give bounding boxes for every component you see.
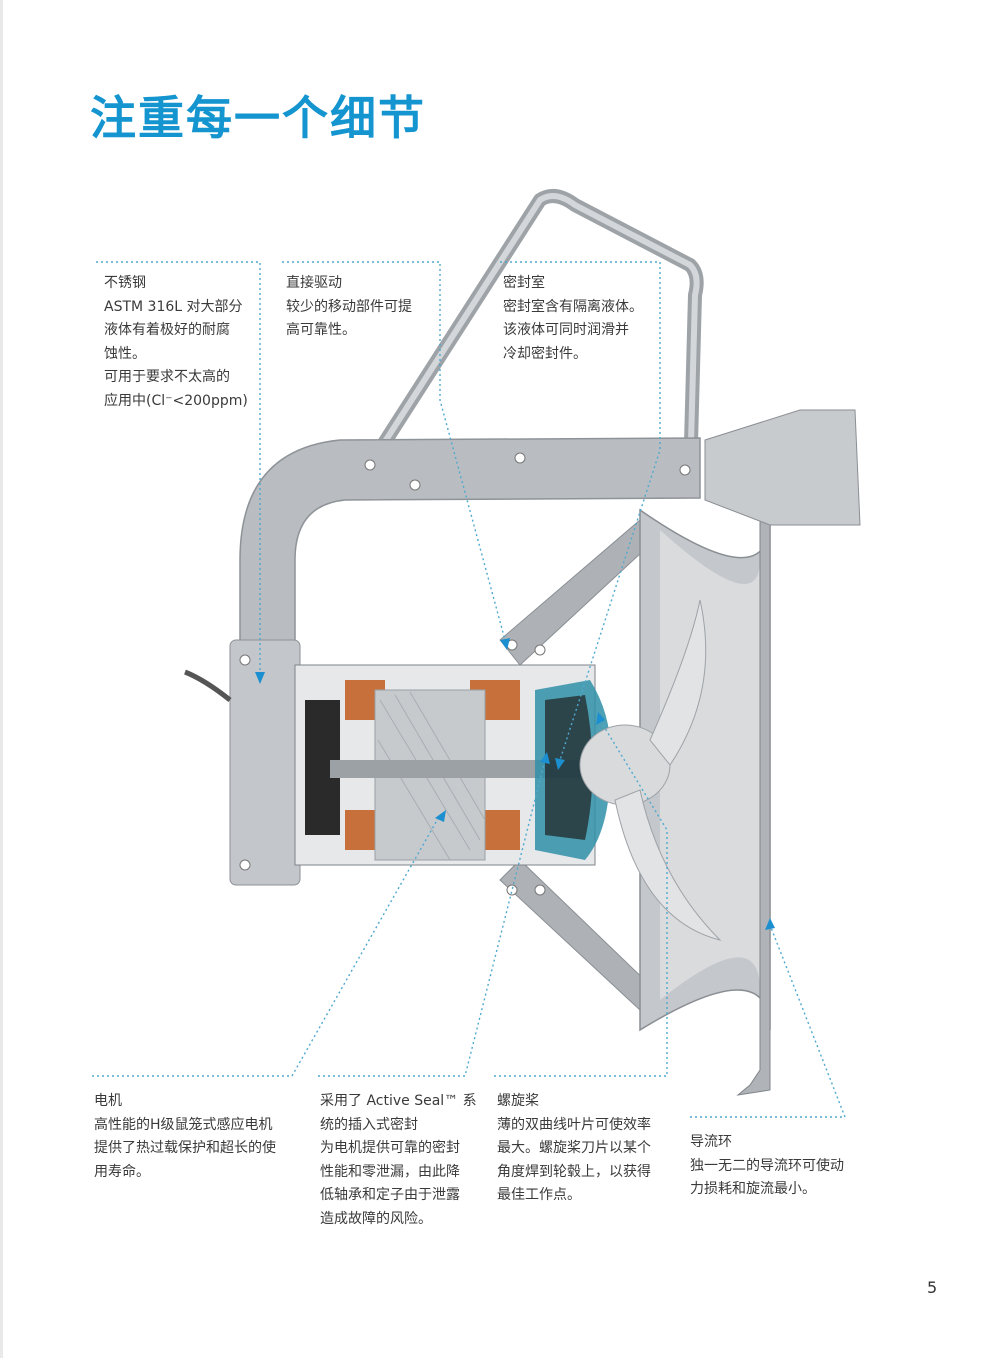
callout-line: 冷却密封件。	[503, 345, 587, 362]
callout-line: 最大。螺旋桨刀片以某个	[497, 1140, 651, 1156]
callout-motor: 电机 高性能的H级鼠笼式感应电机 提供了热过载保护和超长的使 用寿命。	[94, 1090, 276, 1184]
propeller-blade	[649, 599, 707, 766]
power-cable	[184, 669, 232, 702]
page-title: 注重每一个细节	[90, 91, 426, 145]
callout-heading: 不锈钢	[104, 275, 146, 291]
leader-propeller	[494, 719, 668, 1077]
callout-heading: 密封室	[503, 275, 545, 291]
callout-line: 高性能的H级鼠笼式感应电机	[94, 1116, 273, 1133]
callout-line: 最佳工作点。	[497, 1187, 581, 1203]
callout-seal-chamber: 密封室 密封室含有隔离液体。 该液体可同时润滑并 冷却密封件。	[503, 272, 643, 366]
callout-line: 该液体可同时润滑并	[503, 322, 629, 338]
leader-flow-ring	[690, 924, 847, 1118]
callout-active-seal: 采用了 Active Seal™ 系 统的插入式密封 为电机提供可靠的密封 性能…	[320, 1090, 477, 1231]
leader-active-seal	[318, 759, 546, 1077]
callout-heading: 采用了 Active Seal™ 系	[320, 1093, 477, 1109]
leader-direct-drive	[282, 261, 506, 641]
callout-line: 较少的移动部件可提	[286, 298, 412, 315]
upper-strut	[499, 519, 656, 666]
top-housing	[704, 409, 861, 526]
callout-line: 独一无二的导流环可使动	[690, 1157, 844, 1174]
callout-line: 液体有着极好的耐腐	[104, 322, 230, 338]
callout-line: 蚀性。	[104, 345, 146, 362]
leader-motor	[92, 814, 441, 1077]
callout-heading: 电机	[94, 1093, 122, 1109]
callout-line: 高可靠性。	[286, 322, 356, 338]
callout-heading: 直接驱动	[286, 275, 342, 291]
callout-line: 为电机提供可靠的密封	[320, 1140, 460, 1156]
page-number: 5	[927, 1278, 938, 1297]
callout-line: ASTM 316L 对大部分	[104, 298, 243, 315]
callout-heading: 导流环	[690, 1134, 732, 1150]
callout-line: 薄的双曲线叶片可使效率	[497, 1116, 651, 1133]
callout-line: 应用中(Cl⁻<200ppm)	[104, 392, 248, 409]
callout-flow-ring: 导流环 独一无二的导流环可使动 力损耗和旋流最小。	[690, 1131, 844, 1202]
callout-line: 可用于要求不太高的	[104, 369, 230, 385]
callout-line: 提供了热过载保护和超长的使	[94, 1140, 276, 1156]
callout-line: 密封室含有隔离液体。	[503, 298, 643, 315]
callout-propeller: 螺旋桨 薄的双曲线叶片可使效率 最大。螺旋桨刀片以某个 角度焊到轮毂上，以获得 …	[497, 1090, 651, 1208]
callout-direct-drive: 直接驱动 较少的移动部件可提 高可靠性。	[286, 272, 412, 343]
callout-line: 用寿命。	[94, 1163, 150, 1180]
callout-heading: 螺旋桨	[497, 1093, 539, 1109]
callout-line: 造成故障的风险。	[320, 1210, 432, 1227]
callout-line: 角度焊到轮毂上，以获得	[497, 1163, 651, 1180]
mounting-plate	[229, 639, 301, 886]
callout-line: 低轴承和定子由于泄露	[320, 1187, 460, 1203]
support-bracket	[239, 437, 701, 651]
page-edge	[0, 0, 3, 1358]
lower-strut	[499, 859, 656, 1011]
callout-line: 统的插入式密封	[320, 1116, 418, 1133]
callout-line: 性能和零泄漏，由此降	[320, 1163, 460, 1180]
callout-stainless-steel: 不锈钢 ASTM 316L 对大部分 液体有着极好的耐腐 蚀性。 可用于要求不太…	[104, 272, 248, 413]
callout-line: 力损耗和旋流最小。	[690, 1181, 816, 1197]
leader-seal-chamber	[500, 261, 661, 761]
